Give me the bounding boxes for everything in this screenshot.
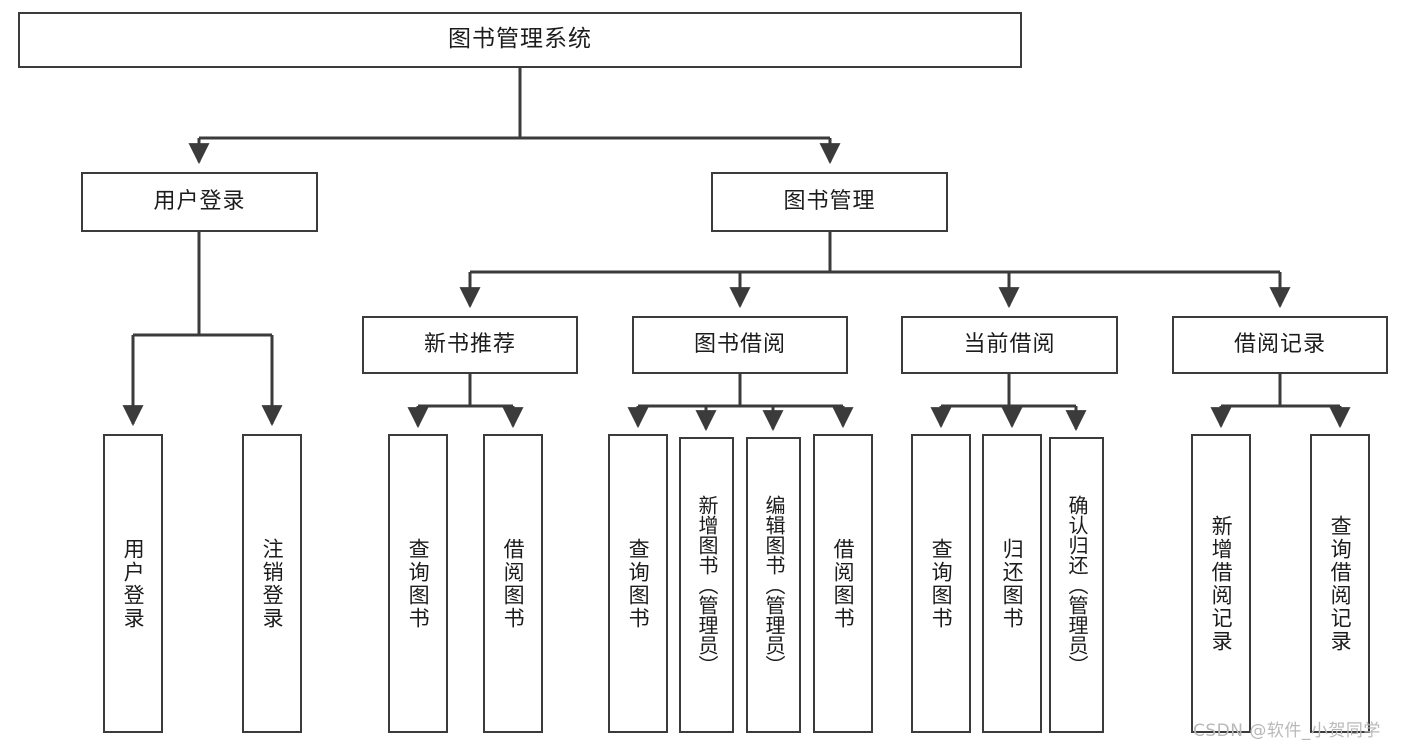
watermark-text: CSDN @软件_小贺同学 bbox=[1193, 721, 1381, 741]
node-label: 查询借阅记录 bbox=[1328, 514, 1353, 653]
node-label: 图书管理 bbox=[783, 188, 876, 214]
node-label: 借阅图书 bbox=[501, 537, 526, 630]
node-label: 查询图书 bbox=[406, 537, 431, 630]
node-label: 用户登录 bbox=[121, 537, 146, 630]
node-leaf-add-borrow-record[interactable]: 新增借阅记录 bbox=[1191, 434, 1251, 733]
node-label: 借阅图书 bbox=[831, 537, 856, 630]
node-leaf-borrow-book[interactable]: 借阅图书 bbox=[813, 434, 873, 733]
node-label: 借阅记录 bbox=[1233, 331, 1326, 357]
node-label: 新增借阅记录 bbox=[1209, 514, 1234, 653]
node-label: 新书推荐 bbox=[423, 331, 516, 357]
node-label: 图书借阅 bbox=[693, 331, 786, 357]
node-label: 归还图书 bbox=[1000, 537, 1025, 630]
node-level3-new-book-recommend[interactable]: 新书推荐 bbox=[362, 316, 578, 374]
node-label: 新增图书（管理员） bbox=[695, 495, 719, 675]
node-leaf-return-book[interactable]: 归还图书 bbox=[982, 434, 1042, 733]
node-leaf-query-book-recommend[interactable]: 查询图书 bbox=[388, 434, 448, 733]
node-root[interactable]: 图书管理系统 bbox=[18, 12, 1022, 68]
node-leaf-query-borrow-record[interactable]: 查询借阅记录 bbox=[1310, 434, 1370, 733]
node-leaf-logout[interactable]: 注销登录 bbox=[242, 434, 302, 733]
node-level3-borrow-records[interactable]: 借阅记录 bbox=[1172, 316, 1388, 374]
node-label: 确认归还（管理员） bbox=[1065, 495, 1089, 675]
node-leaf-query-book-current[interactable]: 查询图书 bbox=[911, 434, 971, 733]
node-label: 用户登录 bbox=[153, 188, 246, 214]
node-label: 当前借阅 bbox=[963, 331, 1056, 357]
node-leaf-user-login[interactable]: 用户登录 bbox=[103, 434, 163, 733]
node-label: 编辑图书（管理员） bbox=[762, 495, 786, 675]
node-label: 图书管理系统 bbox=[448, 26, 592, 53]
node-leaf-query-book-borrow[interactable]: 查询图书 bbox=[608, 434, 668, 733]
node-label: 注销登录 bbox=[260, 537, 285, 630]
node-leaf-add-book-admin[interactable]: 新增图书（管理员） bbox=[679, 437, 734, 733]
node-level3-current-borrow[interactable]: 当前借阅 bbox=[901, 316, 1118, 374]
node-label: 查询图书 bbox=[626, 537, 651, 630]
node-level3-book-borrow[interactable]: 图书借阅 bbox=[632, 316, 848, 374]
node-leaf-edit-book-admin[interactable]: 编辑图书（管理员） bbox=[746, 437, 801, 733]
node-label: 查询图书 bbox=[929, 537, 954, 630]
node-leaf-confirm-return-admin[interactable]: 确认归还（管理员） bbox=[1049, 437, 1104, 733]
node-level2-book-management[interactable]: 图书管理 bbox=[711, 172, 948, 232]
node-level2-user-login[interactable]: 用户登录 bbox=[81, 172, 318, 232]
node-leaf-borrow-book-recommend[interactable]: 借阅图书 bbox=[483, 434, 543, 733]
